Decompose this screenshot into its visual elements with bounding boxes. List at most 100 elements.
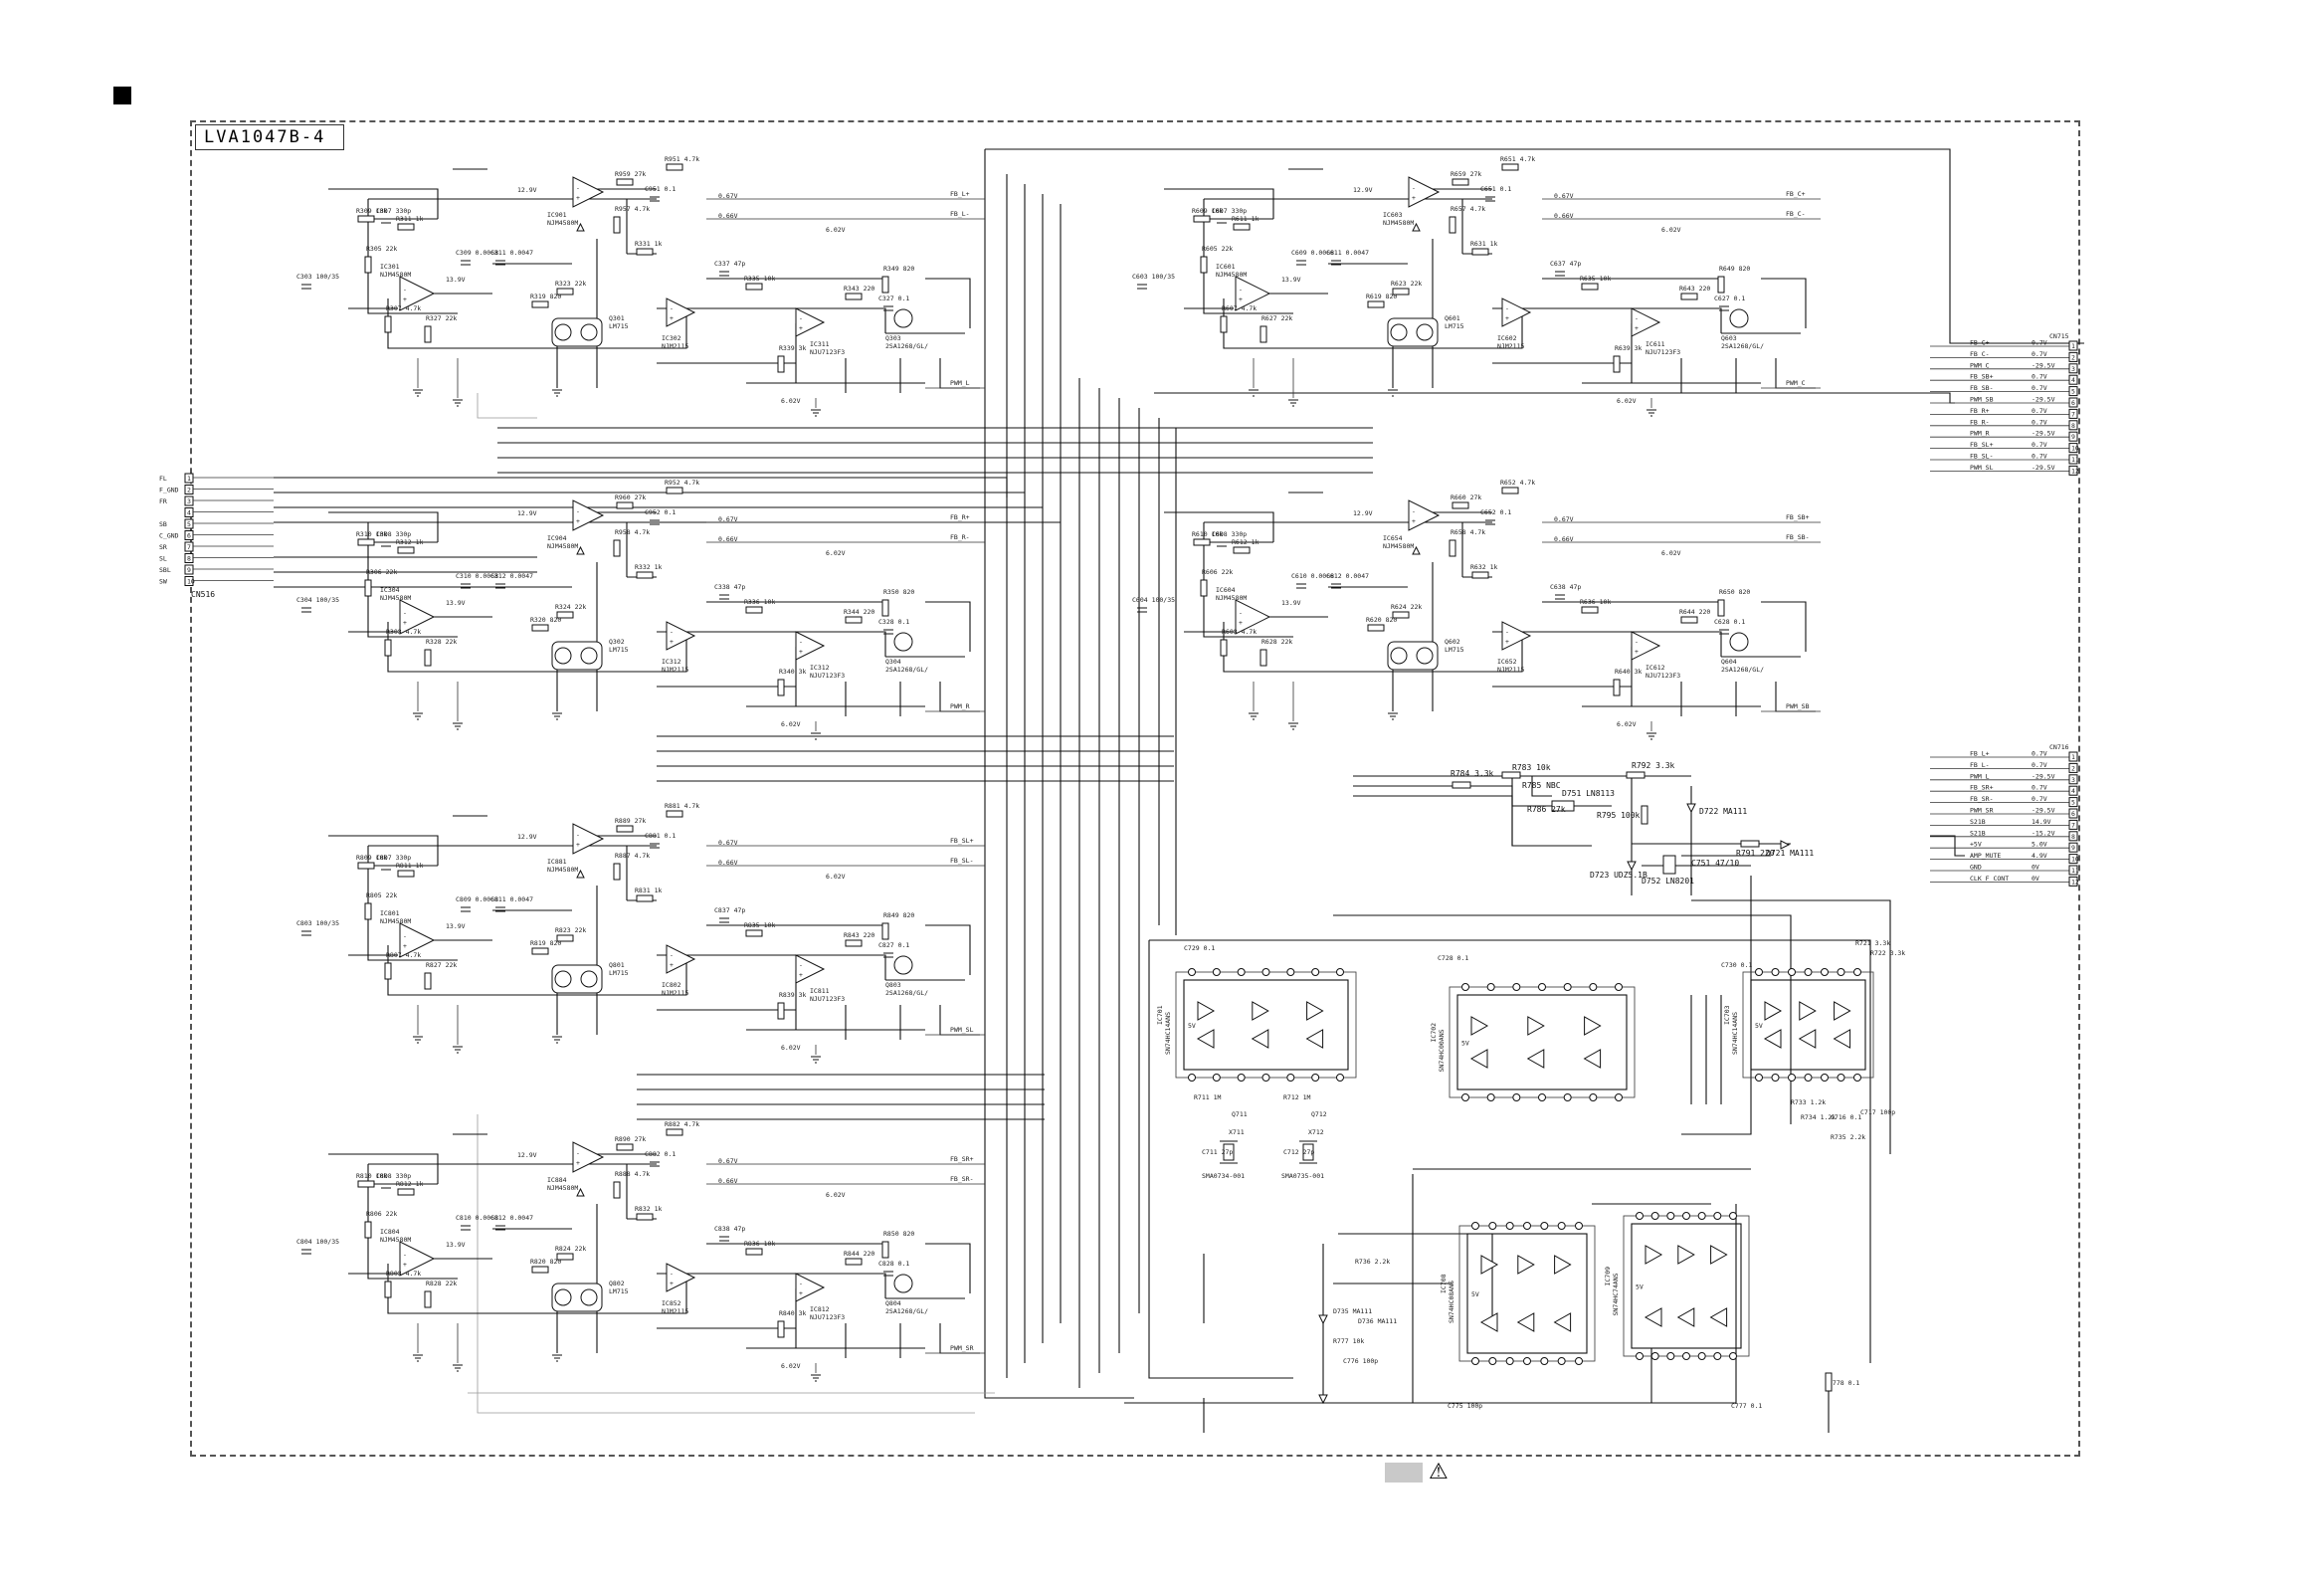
rail-voltage-label: 6.02V (826, 1191, 846, 1199)
logic-part-label: R777 10k (1333, 1337, 1364, 1345)
connector-pin-label: S21B (1970, 818, 1986, 826)
connector-pin-value: 0.7V (2032, 407, 2047, 415)
connector-pin-value: 0.7V (2032, 384, 2047, 392)
ground-icon (552, 712, 562, 720)
comparator-ic802 (666, 944, 696, 974)
capacitor-icon (381, 218, 391, 224)
connector-pin-value: 0.7V (2032, 418, 2047, 426)
capacitor-icon (1331, 583, 1341, 589)
opamp-plus-sign: + (670, 314, 674, 322)
part-label: C808 330p (376, 1172, 411, 1180)
ic-pin (1512, 983, 1521, 991)
ic-pin (1538, 1093, 1546, 1101)
opamp-minus-sign: - (576, 831, 580, 839)
part-label: C608 330p (1212, 530, 1247, 538)
connector-pin (2068, 386, 2078, 397)
connector-pin (2068, 785, 2078, 796)
connector-pin-label: +5V (1970, 841, 1982, 849)
fet-ref: Q301 (609, 314, 625, 322)
capacitor-icon (1485, 519, 1495, 525)
part-label: C309 0.0068 (456, 249, 498, 257)
part-label: R887 4.7k (615, 852, 650, 860)
capacitor-icon (883, 1271, 893, 1277)
connector-pin-value: 14.9V (2032, 818, 2051, 826)
opamp-plus-sign: + (799, 1289, 803, 1297)
supply-voltage-label: 13.9V (446, 599, 466, 607)
wire (328, 1133, 657, 1185)
driver-ic611 (1631, 307, 1661, 337)
part-label: C611 0.0047 (1326, 249, 1369, 257)
fb-minus-net-label: FB_SR- (950, 1175, 973, 1183)
part-label: R339 3k (779, 344, 806, 352)
part-label: R635 10k (1580, 275, 1611, 283)
connector-pin-number: 7 (2071, 821, 2075, 829)
logic-part-label: R722 3.3k (1870, 949, 1905, 957)
part-label: R828 22k (426, 1280, 457, 1287)
output-transistor-ref: Q303 (885, 334, 901, 342)
connector-pin-label: PWM_SB (1970, 396, 1994, 404)
ic-part-label: SN74HC00ANS (1438, 1029, 1446, 1072)
driver-ic812 (795, 1273, 826, 1302)
capacitor-icon (650, 519, 660, 525)
logic-gate-icon (1584, 1016, 1602, 1036)
logic-part-label: C778 0.1 (1829, 1379, 1859, 1387)
output-transistor-part: 2SA1268/GL/ (885, 666, 928, 674)
output-transistor-ref: Q603 (1721, 334, 1737, 342)
connector-pin-number: 7 (187, 543, 191, 551)
connector-pin-number: 4 (187, 509, 191, 517)
connector-pin-value: 0.7V (2032, 761, 2047, 769)
logic-gate-icon (1583, 1049, 1602, 1069)
fet-part: LM715 (609, 969, 629, 977)
resistor-r783-icon (1501, 771, 1521, 779)
connector-pin-number: 6 (187, 532, 191, 540)
fb-plus-net-label: FB_SL+ (950, 837, 974, 845)
wire (1392, 239, 1737, 393)
wire (428, 198, 657, 295)
comparator-part: NJM2115 (662, 1307, 688, 1315)
comparator-part: NJM2115 (662, 342, 688, 350)
connector-pin (2068, 431, 2078, 442)
logic-gate-icon (1763, 1029, 1782, 1049)
opamp-plus-sign: + (1635, 648, 1639, 656)
ic-pin (1188, 968, 1196, 976)
logic-gate-icon (1470, 1016, 1489, 1036)
wire (428, 845, 657, 941)
wire (417, 682, 817, 731)
ic-pin (1771, 1074, 1780, 1082)
rail-voltage-label: 6.02V (1661, 226, 1681, 234)
connector-ref: CN516 (191, 590, 215, 599)
part-label: C327 0.1 (878, 295, 909, 302)
resistor-icon (745, 929, 763, 937)
resistor-icon (1501, 487, 1519, 494)
output-transistor-icon (1729, 308, 1749, 328)
connector-pin (2068, 465, 2078, 476)
connector-pin-label: PWM_C (1970, 361, 1990, 369)
driver-part: NJU7123F3 (810, 672, 845, 680)
resistor-icon (384, 639, 392, 657)
logic-gate-icon (1306, 1001, 1324, 1021)
driver-ref: IC611 (1646, 340, 1665, 348)
fb-minus-net-label: FB_SL- (950, 857, 973, 865)
fet-part: LM715 (1445, 646, 1464, 654)
logic-gate-icon (1252, 1001, 1269, 1021)
part-label: R827 22k (426, 961, 457, 969)
fet-ref: Q601 (1445, 314, 1460, 322)
logic-part-label: C730 0.1 (1721, 961, 1752, 969)
capacitor-icon (1296, 583, 1306, 589)
capacitor-icon (1137, 607, 1147, 613)
connector-pin (2068, 454, 2078, 465)
logic-part-label: C775 100p (1448, 1402, 1482, 1410)
channel-sl: -+IC801NJM4580M-+IC881NJM4580M-+IC802NJM… (296, 802, 985, 1064)
part-label: R605 22k (1202, 245, 1233, 253)
rail-voltage-label: 6.02V (781, 397, 801, 405)
part-label: R812 1k (396, 1180, 423, 1188)
fb-plus-net-label: FB_SB+ (1786, 513, 1810, 521)
connector-pin-number: 2 (2071, 764, 2075, 772)
crystal-x712: SMA0735-001 (1281, 1140, 1324, 1180)
part-label: C881 0.1 (645, 832, 676, 840)
ground-icon (453, 722, 463, 730)
connector-pin-label: FB_C- (1970, 350, 1990, 358)
feedback-opamp-part: NJM4580M (547, 866, 578, 874)
